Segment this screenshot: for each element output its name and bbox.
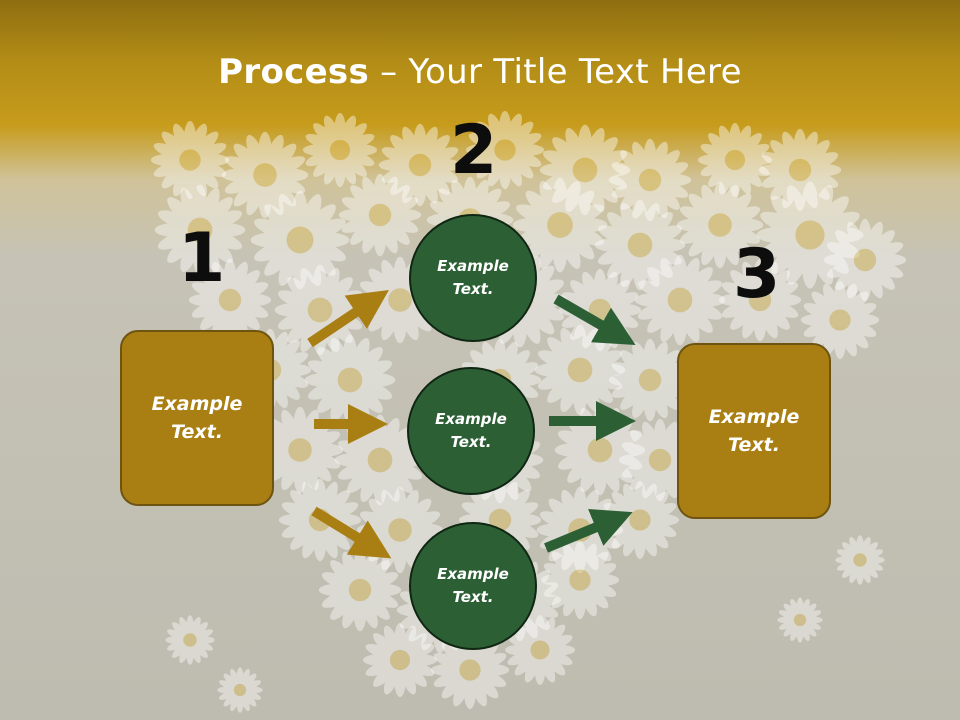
title-rest: – Your Title Text Here	[369, 52, 742, 92]
daisy-flower	[540, 540, 620, 620]
daisy-flower	[378, 123, 462, 207]
daisy-flower	[302, 112, 378, 188]
daisy-flower	[618, 418, 702, 502]
daisy-flower	[318, 548, 402, 632]
daisy-flower	[512, 177, 608, 273]
daisy-flower	[594, 199, 686, 291]
daisy-flower	[758, 128, 842, 212]
daisy-flower	[718, 258, 802, 342]
daisy-flower	[777, 597, 823, 643]
step-number-3: 3	[733, 235, 781, 314]
right-box-text: Example Text.	[708, 405, 800, 457]
daisy-flower	[338, 173, 422, 257]
circle-middle[interactable]: Example Text.	[407, 367, 535, 495]
daisy-flower	[835, 535, 885, 585]
arrow-bottom-to-right	[544, 508, 633, 553]
daisy-flower	[634, 254, 726, 346]
daisy-flower	[221, 131, 309, 219]
daisy-flower	[504, 614, 576, 686]
daisy-flower	[823, 218, 907, 302]
daisy-flower	[697, 122, 773, 198]
step-number-2: 2	[450, 111, 498, 190]
daisy-flower	[150, 120, 230, 200]
circle-top[interactable]: Example Text.	[409, 214, 537, 342]
daisy-flower	[250, 190, 350, 290]
left-process-box[interactable]: Example Text.	[120, 330, 274, 506]
daisy-flower	[608, 138, 692, 222]
daisy-flower	[165, 615, 215, 665]
circle-top-text: Example Text.	[437, 256, 509, 298]
daisy-flower	[465, 110, 545, 190]
daisy-flower	[154, 184, 246, 276]
circle-bottom[interactable]: Example Text.	[409, 522, 537, 650]
right-process-box[interactable]: Example Text.	[677, 343, 831, 519]
daisy-flower	[362, 622, 438, 698]
slide-title: Process – Your Title Text Here	[0, 52, 960, 92]
title-bold: Process	[218, 52, 370, 92]
daisy-flower	[800, 280, 880, 360]
daisy-flower	[676, 181, 764, 269]
daisy-flower	[217, 667, 263, 713]
step-number-1: 1	[178, 219, 226, 298]
daisy-flower	[539, 124, 631, 216]
daisy-flower	[756, 181, 864, 289]
arrow-top-to-right	[553, 294, 636, 346]
daisy-flower	[534, 324, 626, 416]
circle-middle-text: Example Text.	[435, 409, 507, 451]
arrow-left-to-bottom	[311, 506, 392, 559]
circle-bottom-text: Example Text.	[437, 564, 509, 606]
daisy-flower	[256, 406, 344, 494]
left-box-text: Example Text.	[151, 392, 243, 444]
daisy-flower	[608, 338, 692, 422]
arrow-left-to-top	[307, 289, 389, 348]
